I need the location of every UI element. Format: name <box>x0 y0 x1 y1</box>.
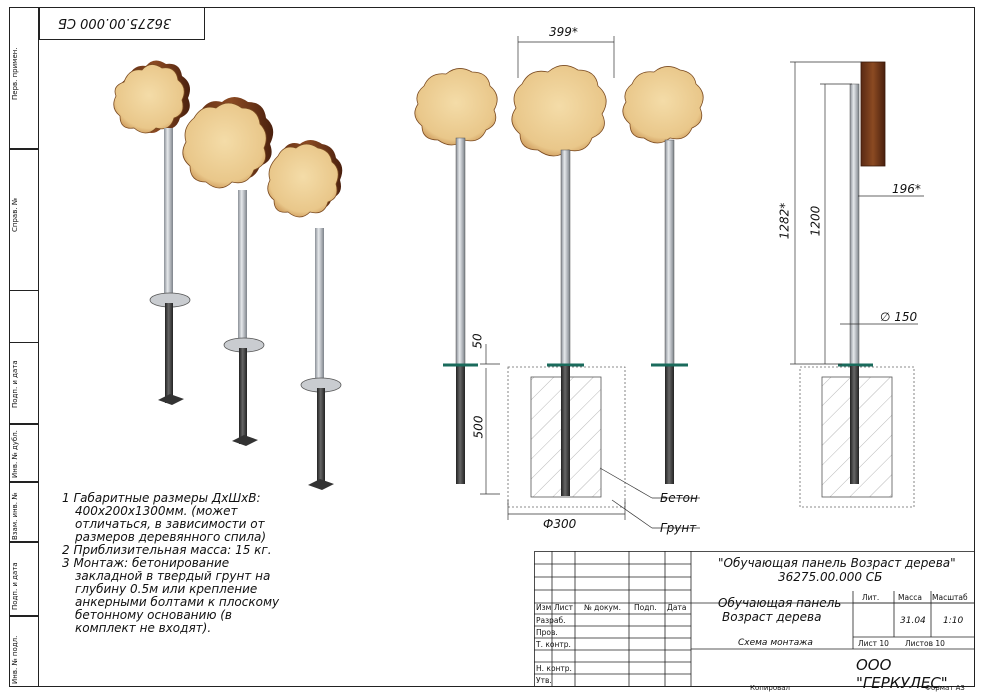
format-label: Формат А3 <box>925 684 965 692</box>
dim-width-top: 399* <box>549 25 578 39</box>
scale-label: Масштаб <box>932 593 968 602</box>
note-line: бетонному основанию (в <box>75 608 232 622</box>
side-box-1 <box>9 7 39 149</box>
note-line: 2 Приблизительная масса: 15 кг. <box>62 543 272 557</box>
title-line-2: 36275.00.000 СБ <box>778 570 883 584</box>
label-concrete: Бетон <box>660 491 698 505</box>
mass-value: 31.04 <box>900 616 926 626</box>
sheets-total: Листов 10 <box>905 639 945 648</box>
front-panel-left <box>414 68 498 484</box>
side-box-6 <box>9 542 39 616</box>
note-line: глубину 0.5м или крепление <box>75 582 258 596</box>
role-norm-control: Н. контр. <box>536 664 572 673</box>
col-header-doc: № докум. <box>584 603 621 612</box>
role-checker: Пров. <box>536 628 558 637</box>
note-line: анкерными болтами к плоскому <box>75 595 280 609</box>
title-block-grid <box>534 551 975 687</box>
assembly-notes: 1 Габаритные размеры ДхШхВ: 400х200х1300… <box>62 492 312 635</box>
role-developer: Разраб. <box>536 616 566 625</box>
dim-height-total: 1282* <box>777 202 792 240</box>
note-line: 400х200х1300мм. (может <box>75 504 238 518</box>
mass-label: Масса <box>898 593 922 602</box>
note-line: 3 Монтаж: бетонирование <box>62 556 230 570</box>
dimension-lines <box>480 36 924 529</box>
note-line: комплект не входят). <box>75 621 212 635</box>
dim-height-post: 1200 <box>808 205 823 237</box>
copied-label: Копировал <box>750 684 790 692</box>
diameter-symbol: ∅ <box>880 310 895 324</box>
side-box-4 <box>9 424 39 482</box>
foundation-center <box>507 366 626 508</box>
dim-foundation-diameter: Ф300 <box>543 517 577 531</box>
iso-panel-2 <box>182 97 274 446</box>
dim-diameter-post: ∅ 150 <box>880 310 917 324</box>
note-line: отличаться, в зависимости от <box>75 517 265 531</box>
sheet-number: Лист 10 <box>858 639 889 648</box>
product-name-1: Обучающая панель <box>718 596 842 610</box>
note-line: 1 Габаритные размеры ДхШхВ: <box>62 491 261 505</box>
product-name-2: Возраст дерева <box>722 610 822 624</box>
side-box-3 <box>9 342 39 424</box>
iso-panel-1 <box>113 60 191 405</box>
scale-value: 1:10 <box>943 616 964 626</box>
side-box-2 <box>9 149 39 291</box>
side-box-5 <box>9 482 39 542</box>
col-header-list: Лист <box>554 603 574 612</box>
dim-above-ground: 50 <box>470 333 485 349</box>
note-line: размеров деревянного спила) <box>75 530 267 544</box>
front-panel-right <box>622 66 704 484</box>
col-header-podp: Подп. <box>634 603 657 612</box>
note-line: закладной в твердый грунт на <box>75 569 271 583</box>
role-tech-control: Т. контр. <box>536 640 571 649</box>
lit-label: Лит. <box>862 593 880 602</box>
document-type: Схема монтажа <box>738 638 813 648</box>
dim-depth-side: 196* <box>892 182 921 196</box>
col-header-izm: Изм <box>536 603 552 612</box>
title-line-1: "Обучающая панель Возраст дерева" <box>718 556 956 570</box>
dim-diameter-value: 150 <box>894 310 918 324</box>
code-box <box>39 7 205 40</box>
company-name: ООО "ГЕРКУЛЕС" <box>856 656 948 692</box>
col-header-date: Дата <box>667 603 687 612</box>
side-view <box>799 61 915 508</box>
label-soil: Грунт <box>660 521 697 535</box>
side-box-7 <box>9 616 39 687</box>
dim-depth-foundation: 500 <box>471 415 486 439</box>
role-approved: Утв. <box>536 676 552 685</box>
iso-panel-3 <box>267 140 343 490</box>
front-panel-center <box>511 65 607 367</box>
